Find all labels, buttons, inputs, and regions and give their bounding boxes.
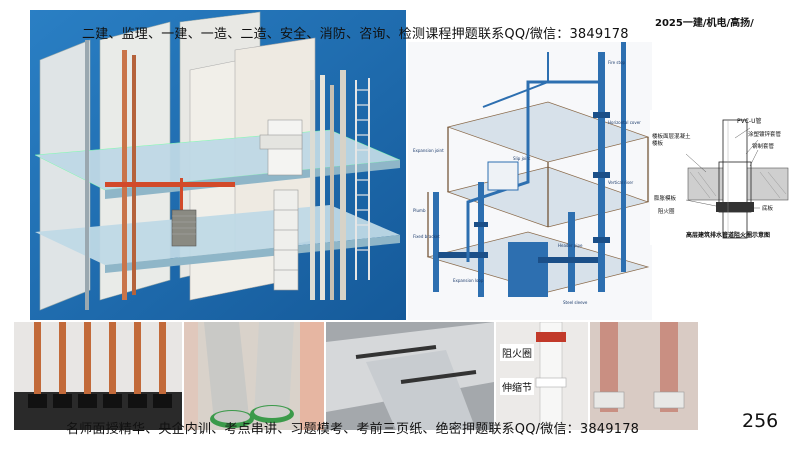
label-floor-slab: 楼板面层混凝土楼板 bbox=[652, 134, 691, 147]
shaft-drawing bbox=[30, 10, 406, 320]
label-expansion-strip: 膨胀模板 bbox=[654, 196, 677, 202]
header-contact-text: 二建、监理、一建、一造、二造、安全、消防、咨询、检测课程押题联系QQ/微信：38… bbox=[82, 27, 629, 42]
footer-contact-text: 名师面授精华、央企内训、考点串讲、习题模考、考前三页纸、绝密押题联系QQ/微信：… bbox=[66, 422, 640, 437]
photo-copper-pipes bbox=[14, 322, 182, 430]
detail-caption: 高层建筑排水管道阻火圈示意图 bbox=[686, 232, 771, 239]
header-course-tag: 2025一建/机电/高扬/ bbox=[655, 18, 754, 29]
page-number: 256 bbox=[742, 410, 779, 432]
riser-label: Steel sleeve bbox=[563, 300, 588, 305]
label-fire-ring: 阻火圈 bbox=[658, 209, 675, 215]
label-base-plate: 底板 bbox=[762, 206, 774, 212]
expansion-joint-label: 伸缩节 bbox=[500, 378, 534, 395]
photo-fire-collar-riser: 阻火圈 伸缩节 bbox=[496, 322, 588, 430]
riser-label: Expansion joint bbox=[413, 148, 444, 153]
photo-pipe-sleeves bbox=[184, 322, 324, 430]
label-steel-casing: 钢制套管 bbox=[752, 144, 775, 150]
riser-label: Fire stop bbox=[608, 60, 626, 65]
riser-label: Vertical riser bbox=[608, 180, 634, 185]
riser-label: Expansion loop bbox=[453, 278, 484, 283]
riser-label: Fixed bracket bbox=[413, 234, 440, 239]
riser-label: Header pipe bbox=[558, 243, 583, 248]
photo-duct-hangers bbox=[326, 322, 494, 430]
shaft-3d-illustration bbox=[30, 10, 406, 320]
riser-label: Plumb bbox=[413, 208, 426, 213]
label-galvanized-cover: 涂塑镀锌套管 bbox=[748, 132, 782, 138]
detail-drawing bbox=[685, 119, 789, 239]
fire-collar-detail-diagram: PVC-U管 涂塑镀锌套管 钢制套管 楼板面层混凝土楼板 膨胀模板 阻火圈 底板… bbox=[650, 110, 795, 245]
riser-drawing: Expansion joint Plumb Fixed bracket Slip… bbox=[408, 42, 652, 320]
riser-isometric-drawing: Expansion joint Plumb Fixed bracket Slip… bbox=[408, 42, 652, 320]
photo-wall-pipes bbox=[590, 322, 698, 430]
riser-label: Horizontal cover bbox=[608, 120, 641, 125]
riser-label: Slip joint bbox=[513, 156, 531, 161]
fire-collar-label: 阻火圈 bbox=[500, 344, 534, 361]
label-pvc-pipe: PVC-U管 bbox=[737, 118, 762, 125]
